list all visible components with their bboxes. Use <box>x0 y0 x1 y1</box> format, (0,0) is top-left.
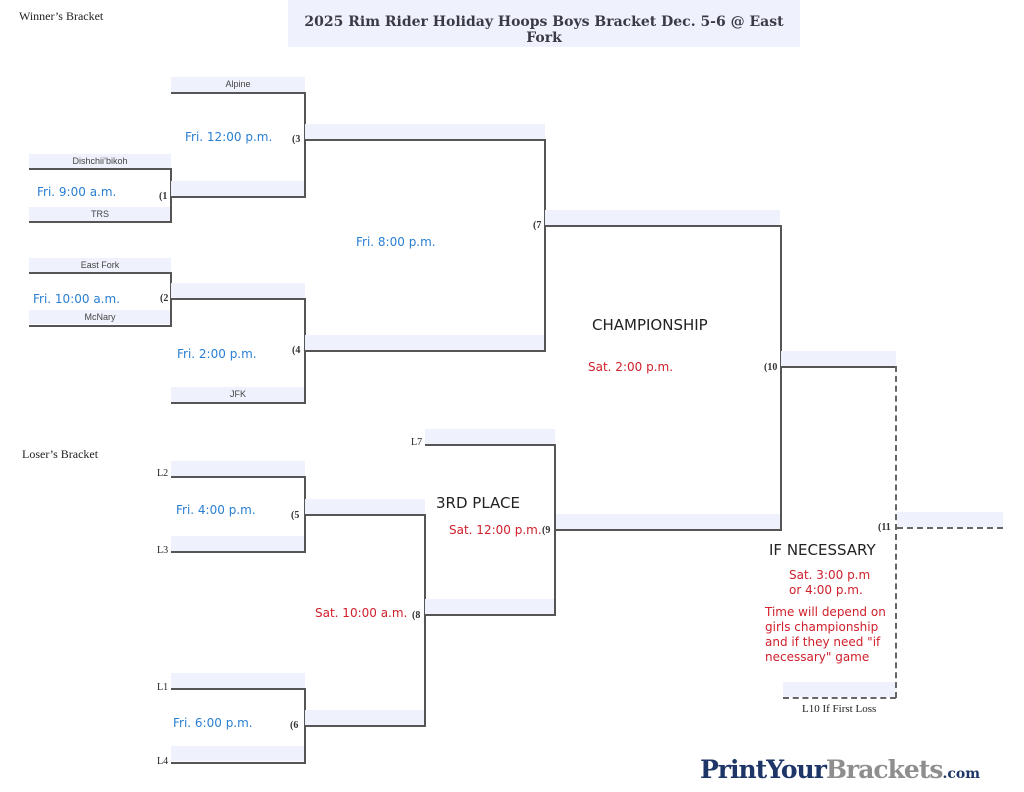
team-slot-alpine[interactable]: Alpine <box>171 77 305 92</box>
team-slot-mcnary[interactable]: McNary <box>29 310 171 324</box>
winner-slot-game6[interactable] <box>305 710 425 725</box>
game2-number: (2 <box>160 293 169 304</box>
bracket-line <box>171 402 305 404</box>
game9-number: (9 <box>542 525 551 536</box>
bracket-line <box>304 92 306 198</box>
bracket-line <box>555 529 781 531</box>
game5-number: (5 <box>291 510 300 521</box>
winner-slot-game2[interactable] <box>171 283 305 298</box>
bracket-line <box>29 325 171 327</box>
winner-slot-game7[interactable] <box>545 210 780 225</box>
bracket-line <box>544 139 546 352</box>
game11-time-line2: or 4:00 p.m. <box>789 583 863 597</box>
bracket-line <box>171 298 305 300</box>
game4-number: (4 <box>292 345 301 356</box>
bracket-line <box>171 551 305 553</box>
winner-slot-game10[interactable] <box>781 351 896 366</box>
seed-l4: L4 <box>157 756 169 767</box>
bracket-line <box>425 614 555 616</box>
team-slot-dishchiibikoh[interactable]: Dishchii’bikoh <box>29 154 171 168</box>
slot-l10[interactable] <box>783 682 895 697</box>
bracket-line <box>171 476 305 478</box>
if-necessary-label: IF NECESSARY <box>769 541 876 559</box>
game3-number: (3 <box>292 134 301 145</box>
logo-part-brackets: Brackets <box>825 755 944 784</box>
printyourbrackets-logo[interactable]: PrintYourBrackets.com <box>700 755 980 784</box>
team-slot-jfk[interactable]: JFK <box>171 387 305 402</box>
slot-l3[interactable] <box>171 536 305 551</box>
winners-bracket-label: Winner’s Bracket <box>19 9 104 23</box>
game7-number: (7 <box>533 220 542 231</box>
champion-slot[interactable] <box>897 512 1003 527</box>
bracket-line <box>171 762 305 764</box>
game11-note-line1: Time will depend on <box>765 605 886 619</box>
game3-time: Fri. 12:00 p.m. <box>185 130 273 144</box>
bracket-line <box>305 514 425 516</box>
slot-l1[interactable] <box>171 673 305 688</box>
winner-slot-game9[interactable] <box>555 514 780 529</box>
bracket-line <box>554 444 556 616</box>
game10-time: Sat. 2:00 p.m. <box>588 360 674 374</box>
bracket-line <box>305 139 545 141</box>
winner-slot-game5[interactable] <box>305 499 425 514</box>
seed-l3: L3 <box>157 545 169 556</box>
page-title: 2025 Rim Rider Holiday Hoops Boys Bracke… <box>304 14 784 46</box>
game6-time: Fri. 6:00 p.m. <box>173 716 253 730</box>
bracket-line <box>781 366 897 368</box>
bracket-line <box>171 688 305 690</box>
slot-l2[interactable] <box>171 461 305 476</box>
team-slot-trs[interactable]: TRS <box>29 207 171 221</box>
bracket-line <box>29 168 171 170</box>
slot-l4[interactable] <box>171 746 305 761</box>
game10-number: (10 <box>764 362 778 373</box>
winner-slot-game4[interactable] <box>305 335 545 350</box>
game11-number: (11 <box>878 522 891 533</box>
game5-time: Fri. 4:00 p.m. <box>176 503 256 517</box>
game11-note-line2: girls championship <box>765 620 879 634</box>
winner-slot-game8[interactable] <box>425 599 555 614</box>
game11-note-line3: and if they need "if <box>765 635 881 649</box>
bracket-line <box>29 221 171 223</box>
game7-time: Fri. 8:00 p.m. <box>356 235 436 249</box>
winner-slot-game3[interactable] <box>305 124 545 139</box>
bracket-line <box>424 514 426 727</box>
game2-time: Fri. 10:00 a.m. <box>33 292 120 306</box>
logo-part-com: .com <box>942 766 981 782</box>
logo-part-printyour: PrintYour <box>700 755 827 784</box>
game1-time: Fri. 9:00 a.m. <box>37 185 117 199</box>
game8-time: Sat. 10:00 a.m. <box>315 606 408 620</box>
bracket-line-dashed <box>897 527 1003 529</box>
bracket-line <box>29 272 171 274</box>
seed-l2: L2 <box>157 468 169 479</box>
bracket-line <box>171 92 305 94</box>
losers-bracket-label: Loser’s Bracket <box>22 447 99 461</box>
bracket-line-dashed <box>895 366 897 698</box>
championship-label: CHAMPIONSHIP <box>592 316 708 334</box>
game9-time: Sat. 12:00 p.m. <box>449 523 542 537</box>
title-banner: 2025 Rim Rider Holiday Hoops Boys Bracke… <box>288 0 800 47</box>
bracket-line <box>171 196 305 198</box>
team-slot-east-fork[interactable]: East Fork <box>29 258 171 272</box>
bracket-line <box>305 725 425 727</box>
game8-number: (8 <box>412 610 421 621</box>
bracket-line <box>305 350 545 352</box>
seed-l7: L7 <box>411 437 423 448</box>
third-place-label: 3RD PLACE <box>436 494 520 512</box>
seed-l10: L10 If First Loss <box>802 703 877 715</box>
game4-time: Fri. 2:00 p.m. <box>177 347 257 361</box>
bracket-line-dashed <box>783 697 896 699</box>
bracket-line <box>545 225 781 227</box>
seed-l1: L1 <box>157 682 169 693</box>
bracket-line <box>780 225 782 531</box>
bracket-line <box>425 444 555 446</box>
game11-time-line1: Sat. 3:00 p.m <box>789 568 871 582</box>
game6-number: (6 <box>290 720 299 731</box>
game1-number: (1 <box>159 191 168 202</box>
winner-slot-game1[interactable] <box>171 181 305 196</box>
game11-note-line4: necessary" game <box>765 650 870 664</box>
slot-l7[interactable] <box>425 429 555 444</box>
